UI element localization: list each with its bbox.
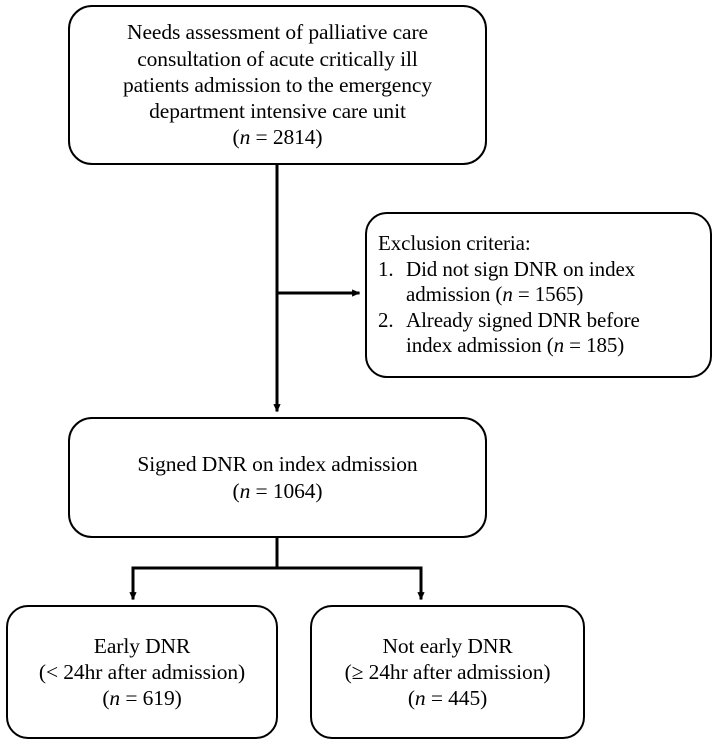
exclusion-list: 1. Did not sign DNR on index admission (… — [378, 257, 702, 359]
source-line-1: Needs assessment of palliative care — [127, 20, 428, 45]
source-count-n: n — [239, 125, 251, 150]
exclusion-item-2-text: Already signed DNR before index admissio… — [406, 308, 702, 359]
signed-count-prefix: ( — [232, 478, 240, 503]
exclusion-item-1-count-n: n — [502, 282, 513, 307]
exclusion-heading: Exclusion criteria: — [378, 230, 531, 255]
not-early-count-eq: = — [425, 686, 449, 711]
exclusion-item-2-count-eq: = — [564, 333, 587, 358]
node-not-early-dnr: Not early DNR (≥ 24hr after admission) (… — [310, 605, 585, 739]
not-early-count-prefix: ( — [407, 686, 415, 711]
exclusion-item-1: 1. Did not sign DNR on index admission (… — [378, 257, 702, 308]
exclusion-item-2: 2. Already signed DNR before index admis… — [378, 308, 702, 359]
exclusion-item-2-count-value: 185 — [586, 333, 618, 358]
node-signed-dnr: Signed DNR on index admission (n = 1064) — [68, 417, 487, 538]
not-early-count: (n = 445) — [408, 685, 487, 711]
exclusion-item-2-number: 2. — [378, 307, 394, 332]
early-line-1: Early DNR — [93, 633, 191, 658]
signed-line-1: Signed DNR on index admission — [137, 452, 418, 477]
node-early-dnr: Early DNR (< 24hr after admission) (n = … — [6, 605, 278, 739]
signed-count-suffix: ) — [315, 478, 323, 503]
exclusion-item-1-count-pre: admission ( — [406, 282, 503, 307]
early-line-2: (< 24hr after admission) — [38, 659, 246, 684]
not-early-count-value: 445 — [448, 686, 481, 711]
signed-count-n: n — [239, 478, 251, 503]
source-count: (n = 2814) — [233, 124, 323, 150]
exclusion-item-1-number: 1. — [378, 256, 394, 281]
early-count-prefix: ( — [102, 686, 110, 711]
node-source-population: Needs assessment of palliative care cons… — [68, 5, 487, 165]
not-early-count-suffix: ) — [480, 686, 488, 711]
exclusion-item-1-count-value: 1565 — [534, 282, 577, 307]
source-count-value: 2814 — [272, 125, 316, 150]
exclusion-item-1-count-eq: = — [512, 282, 535, 307]
exclusion-item-1-text: Did not sign DNR on index admission (n =… — [406, 257, 702, 308]
early-count-n: n — [109, 686, 121, 711]
exclusion-item-1-line-1: Did not sign DNR on index — [406, 256, 636, 281]
exclusion-item-2-count-pre: index admission ( — [406, 333, 554, 358]
early-count-value: 619 — [142, 686, 175, 711]
early-count-suffix: ) — [174, 686, 182, 711]
exclusion-item-2-line-2: index admission (n = 185) — [406, 333, 702, 359]
source-count-suffix: ) — [315, 125, 323, 150]
not-early-line-2: (≥ 24hr after admission) — [344, 659, 551, 684]
not-early-line-1: Not early DNR — [382, 633, 513, 658]
exclusion-item-2-count-post: ) — [617, 333, 625, 358]
source-count-eq: = — [250, 125, 273, 150]
source-line-3: patients admission to the emergency — [123, 72, 432, 97]
exclusion-item-2-count-n: n — [553, 333, 565, 358]
signed-count-value: 1064 — [272, 478, 316, 503]
signed-count: (n = 1064) — [233, 478, 323, 504]
exclusion-item-1-count-post: ) — [576, 282, 584, 307]
early-count: (n = 619) — [102, 685, 181, 711]
node-exclusion-criteria: Exclusion criteria: 1. Did not sign DNR … — [365, 212, 712, 378]
signed-count-eq: = — [250, 478, 273, 503]
source-count-prefix: ( — [232, 125, 240, 150]
exclusion-item-1-line-2: admission (n = 1565) — [406, 282, 702, 308]
source-line-2: consultation of acute critically ill — [137, 46, 418, 71]
not-early-count-n: n — [414, 686, 426, 711]
early-count-eq: = — [120, 686, 143, 711]
exclusion-item-2-line-1: Already signed DNR before — [406, 307, 640, 332]
source-line-4: department intensive care unit — [149, 99, 406, 124]
